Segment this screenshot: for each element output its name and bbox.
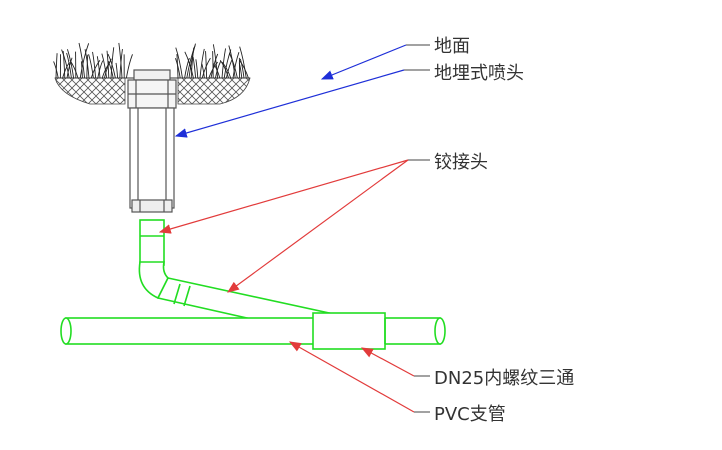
blue-arrows [174, 44, 407, 138]
label-sprinkler: 地埋式喷头 [434, 63, 524, 84]
label-joint: 铰接头 [434, 152, 488, 173]
sprinkler-head [127, 69, 177, 213]
pvc-pipe [60, 317, 446, 345]
tee-fitting [312, 312, 386, 350]
leader-underlines [404, 44, 430, 413]
label-pipe: PVC支管 [434, 404, 506, 425]
grass [53, 42, 249, 79]
label-tee: DN25内螺纹三通 [434, 368, 574, 389]
red-arrows [158, 159, 415, 413]
soil-hatch [54, 77, 251, 105]
label-ground: 地面 [434, 36, 470, 57]
